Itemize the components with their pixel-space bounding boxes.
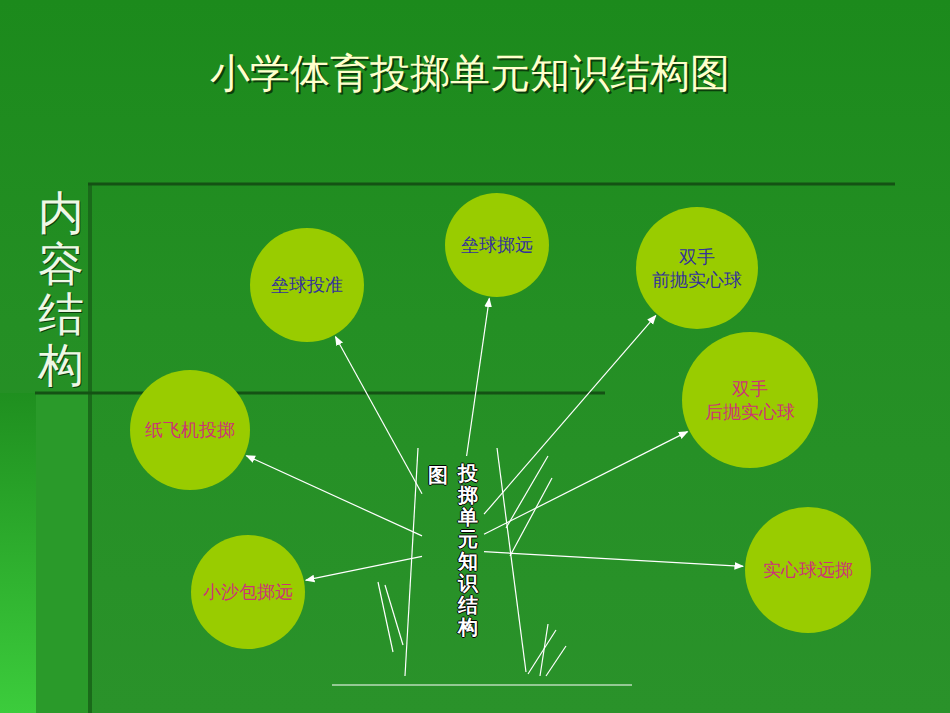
diagram-title: 小学体育投掷单元知识结构图: [0, 46, 940, 101]
side-strip: [0, 393, 36, 713]
topic-text: 双手 前抛实心球: [648, 245, 747, 292]
arrow-connector: [467, 298, 490, 456]
topic-text: 小沙包掷远: [203, 580, 293, 603]
grass: [540, 624, 548, 676]
topic-circle: 垒球投准: [250, 228, 364, 342]
arrow-connector: [306, 556, 422, 580]
arrow-connector: [484, 316, 656, 515]
topic-text: 纸飞机投掷: [145, 418, 235, 441]
trunk-text: 图: [428, 462, 448, 489]
grass: [546, 646, 566, 676]
topic-circle: 双手 后抛实心球: [682, 332, 818, 468]
arrow-connector: [336, 337, 423, 494]
topic-text: 实心球远掷: [763, 558, 853, 581]
divider-line: [35, 392, 605, 395]
tree-branch: [506, 456, 548, 528]
tree-base: [332, 684, 632, 685]
tree-branch: [385, 585, 403, 645]
topic-text: 垒球掷远: [461, 233, 533, 256]
arrow-connector: [246, 456, 422, 536]
topic-circle: 垒球掷远: [445, 193, 549, 297]
topic-text: 垒球投准: [271, 273, 343, 296]
side-label: 内容结构: [38, 188, 84, 390]
tree-illustration: [332, 448, 632, 685]
tree-branch: [510, 478, 552, 556]
arrow-connector: [484, 552, 743, 567]
topic-circle: 双手 前抛实心球: [636, 207, 758, 329]
side-strip: [36, 393, 88, 713]
topic-circle: 小沙包掷远: [191, 535, 305, 649]
trunk-text: 投掷单元知识结构: [458, 462, 478, 638]
topic-circle: 实心球远掷: [745, 507, 871, 633]
topic-text: 双手 后抛实心球: [693, 377, 807, 424]
topic-circle: 纸飞机投掷: [130, 370, 250, 490]
tree-branch: [378, 582, 393, 652]
divider-line: [88, 183, 895, 186]
arrow-connector: [484, 432, 688, 535]
divider-line: [88, 183, 92, 713]
tree-trunk-node: 图投掷单元知识结构: [424, 458, 482, 642]
